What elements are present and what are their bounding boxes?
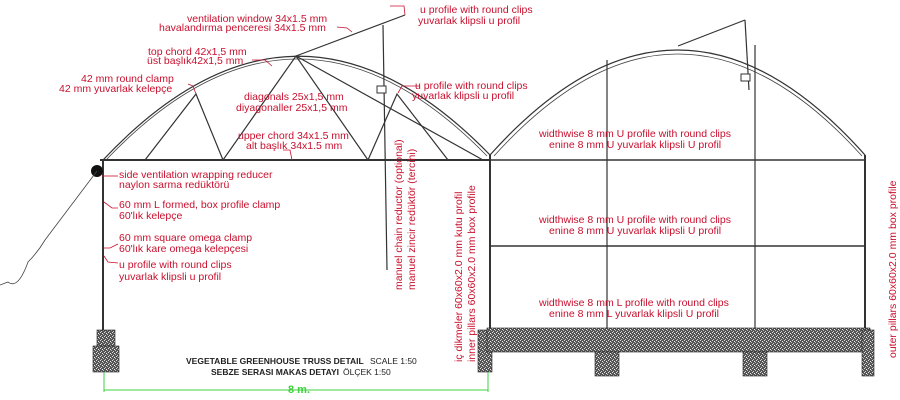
label-inner-pillar-tr: iç dikmeler 60x60x2.0 mm kutu profil: [453, 192, 465, 362]
label-upper-chord: upper chord 34x1.5 mm: [238, 130, 349, 142]
label-chain-reductor-tr: manuel zincir redüktör (tercihi): [406, 149, 418, 290]
label-vent-window-tr: havalandırma penceresi 34x1.5 mm: [159, 22, 326, 34]
ventilation-window-right: [677, 19, 746, 47]
footing-left: [96, 329, 116, 347]
label-side-vent-tr: naylon sarma redüktörü: [119, 179, 229, 191]
label-u-profile-mid-tr: yuvarlak klipsli u profil: [412, 90, 514, 102]
title-en-scale: SCALE 1:50: [370, 356, 417, 366]
side-film: [0, 170, 98, 286]
label-round-clamp-tr: 42 mm yuvarlak kelepçe: [59, 83, 172, 95]
label-u-profile-top: u profile with round clips: [420, 4, 533, 16]
label-top-chord-tr: üst başlık42x1,5 mm: [147, 55, 244, 67]
label-widthwise-1-tr: enine 8 mm U yuvarlak klipsli U profil: [549, 139, 721, 151]
label-inner-pillar: inner pillars 60x60x2.0 mm box profile: [466, 185, 478, 362]
label-round-clamp: 42 mm round clamp: [81, 73, 174, 85]
label-side-vent: side ventilation wrapping reducer: [119, 169, 273, 181]
u-profile-clip: [376, 85, 387, 94]
label-u-profile-mid: u profile with round clips: [415, 80, 528, 92]
label-outer-pillar: outer pillars 60x60x2.0 mm box profile: [887, 180, 899, 358]
width-dimension: 8 m.: [103, 372, 489, 396]
label-widthwise-3: widthwise 8 mm L profile with round clip…: [538, 297, 729, 309]
label-widthwise-2: widthwise 8 mm U profile with round clip…: [538, 214, 731, 226]
leader-lines: [102, 5, 420, 264]
dimension-label: 8 m.: [288, 384, 310, 396]
label-diagonals-tr: diyagonaller 25x1,5 mm: [236, 102, 348, 114]
left-bay-structure: [0, 14, 493, 373]
ventilation-window: [295, 14, 406, 57]
label-l-clamp-tr: 60'lık kelepçe: [119, 210, 182, 222]
label-widthwise-1: widthwise 8 mm U profile with round clip…: [538, 128, 731, 140]
label-u-profile-top-tr: yuvarlak klipsli u profil: [418, 15, 520, 27]
label-l-clamp: 60 mm L formed, box profile clamp: [119, 199, 280, 211]
label-u-profile-low: u profile with round clips: [119, 259, 232, 271]
label-omega-tr: 60'lık kare omega kelepçesi: [119, 243, 248, 255]
title-tr-scale: ÖLÇEK 1:50: [343, 367, 391, 377]
right-bay-structure: [486, 19, 875, 377]
label-widthwise-3-tr: enine 8 mm L yuvarlak klipsli U profil: [549, 308, 719, 320]
label-chain-reductor: manuel chain reductor (optional): [393, 139, 405, 290]
chain-reductor-rod: [382, 24, 388, 271]
label-omega: 60 mm square omega clamp: [119, 232, 252, 244]
annotations: ventilation window 34x1.5 mm havalandırm…: [59, 4, 899, 362]
drawing-title: VEGETABLE GREENHOUSE TRUSS DETAIL SCALE …: [186, 356, 417, 377]
foundation-beam: [486, 327, 871, 353]
label-top-chord: top chord 42x1,5 mm: [148, 46, 247, 58]
label-upper-chord-tr: alt başlık 34x1.5 mm: [246, 140, 343, 152]
label-diagonals: diagonals 25x1,5 mm: [244, 91, 344, 103]
label-vent-window: ventilation window 34x1.5 mm: [187, 13, 327, 25]
label-u-profile-low-tr: yuvarlak klipsli u profil: [119, 271, 221, 283]
right-arch: [489, 49, 866, 156]
title-en: VEGETABLE GREENHOUSE TRUSS DETAIL: [186, 356, 364, 366]
label-widthwise-2-tr: enine 8 mm U yuvarlak klipsli U profil: [549, 225, 721, 237]
title-tr: SEBZE SERASI MAKAS DETAYI: [211, 367, 339, 377]
